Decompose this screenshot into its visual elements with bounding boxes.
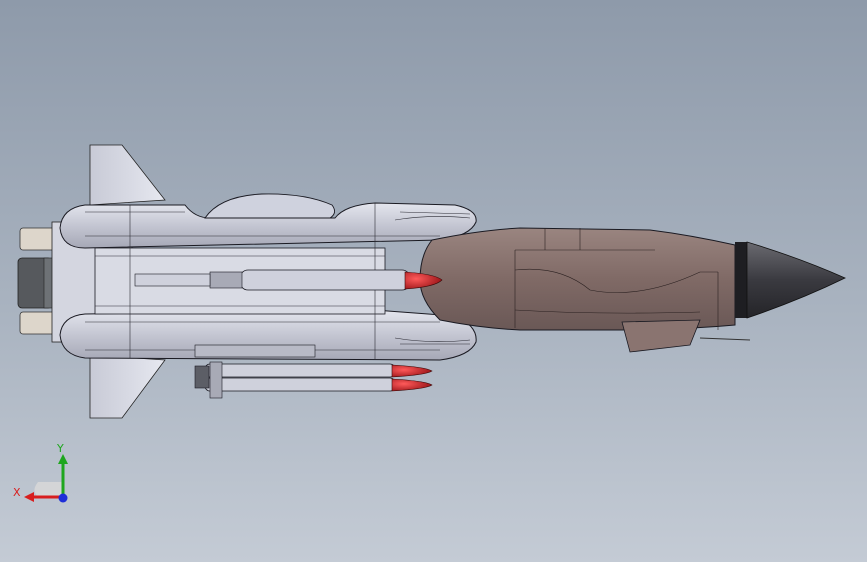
y-axis-arrow xyxy=(58,454,68,464)
central-missile xyxy=(134,269,443,291)
upper-tail-fin xyxy=(89,144,166,206)
z-axis-dot xyxy=(58,493,68,503)
nose-cone xyxy=(746,241,846,319)
canopy xyxy=(204,193,335,219)
antenna xyxy=(699,337,751,341)
nose-section xyxy=(419,227,736,331)
triad-plane xyxy=(34,482,62,498)
panel-lines xyxy=(85,203,471,360)
lower-nacelle xyxy=(59,309,477,361)
x-axis-arrow xyxy=(24,492,34,502)
nose-band xyxy=(735,242,747,318)
orientation-triad: Y X xyxy=(13,442,68,503)
ventral-intake xyxy=(621,319,701,353)
lower-missiles xyxy=(194,344,433,399)
lower-tail-fin xyxy=(89,354,166,419)
x-axis-label: X xyxy=(13,486,21,499)
y-axis-label: Y xyxy=(56,442,64,455)
